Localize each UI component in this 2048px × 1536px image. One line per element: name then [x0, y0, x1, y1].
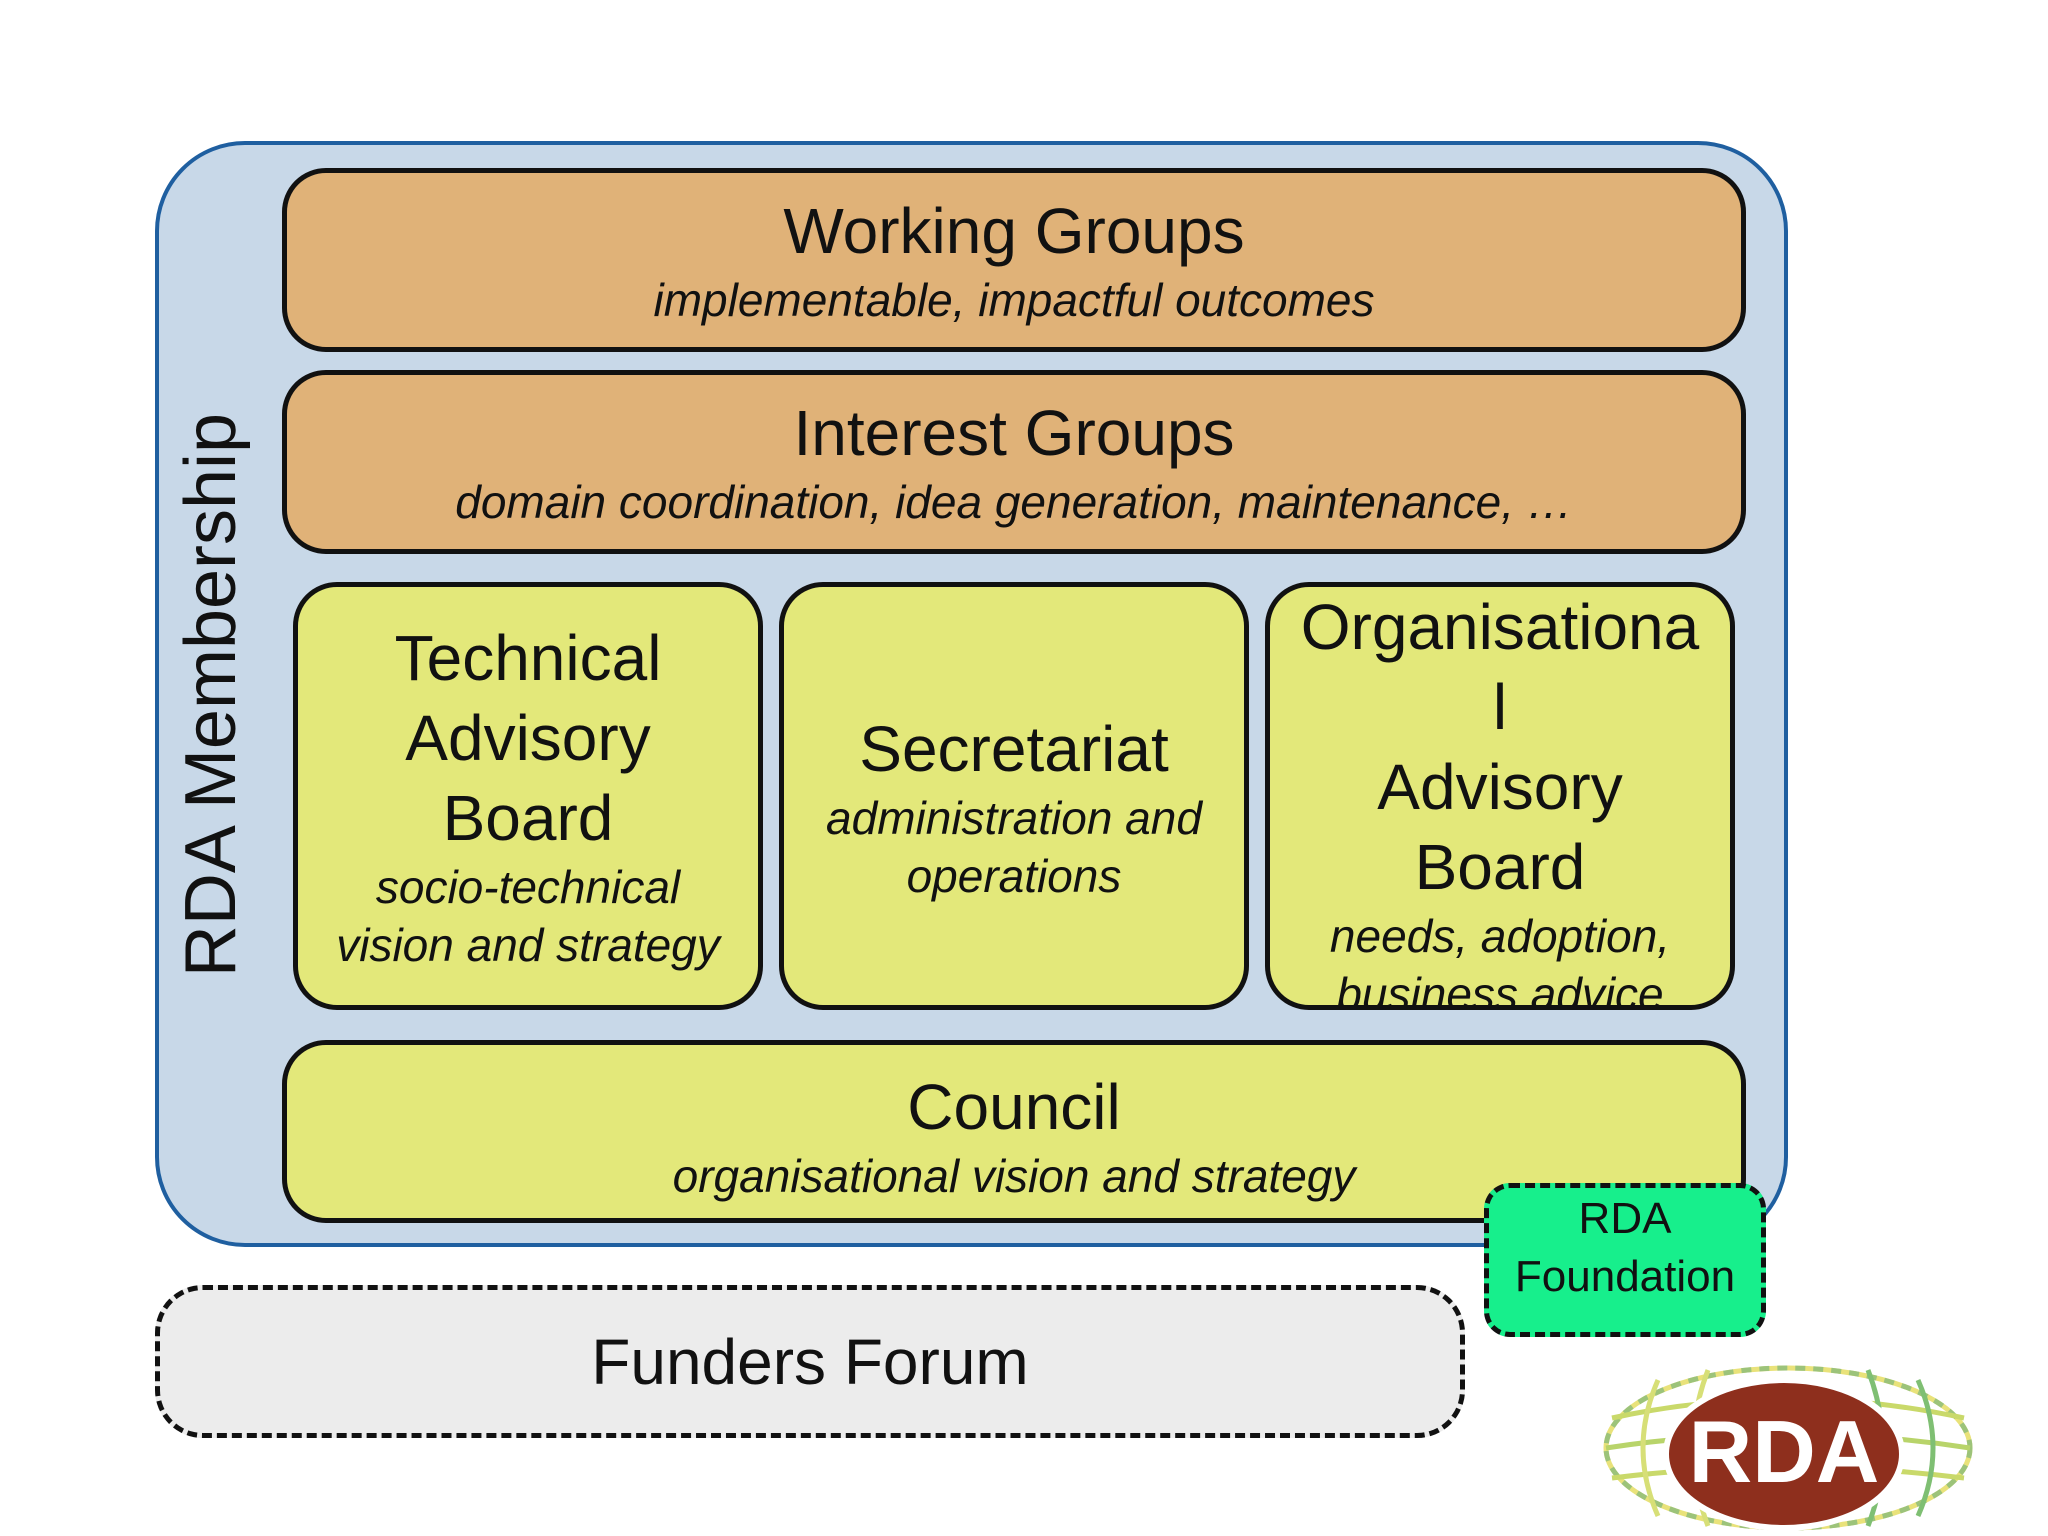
- oab-title-line: Advisory: [1377, 751, 1623, 823]
- funders-forum-box: Funders Forum: [155, 1285, 1465, 1438]
- rda-membership-label: RDA Membership: [171, 412, 251, 978]
- funders-forum-label: Funders Forum: [591, 1325, 1029, 1398]
- council-box: Council organisational vision and strate…: [282, 1040, 1746, 1223]
- tab-title-line: Advisory: [405, 702, 651, 774]
- oab-subtitle-line: business advice: [1336, 968, 1664, 1010]
- secretariat-title: Secretariat: [859, 713, 1169, 785]
- council-subtitle: organisational vision and strategy: [672, 1150, 1356, 1202]
- working-groups-box: Working Groups implementable, impactful …: [282, 168, 1746, 352]
- interest-groups-box: Interest Groups domain coordination, ide…: [282, 370, 1746, 554]
- oab-subtitle-line: needs, adoption,: [1329, 910, 1671, 962]
- interest-groups-title: Interest Groups: [793, 397, 1235, 469]
- interest-groups-subtitle: domain coordination, idea generation, ma…: [455, 476, 1573, 528]
- rda-foundation-label: RDA Foundation: [1514, 1194, 1736, 1301]
- technical-advisory-board-box: Technical Advisory Board socio-technical…: [293, 582, 763, 1010]
- tab-title-line: Board: [442, 782, 614, 854]
- oab-title-line: Organisationa: [1300, 591, 1700, 663]
- working-groups-title: Working Groups: [783, 195, 1245, 267]
- tab-subtitle-line: vision and strategy: [336, 919, 720, 971]
- tab-subtitle-line: socio-technical: [375, 861, 681, 913]
- secretariat-subtitle-line: administration and: [826, 792, 1202, 844]
- working-groups-subtitle: implementable, impactful outcomes: [653, 274, 1375, 326]
- oab-title-line: l: [1492, 671, 1508, 743]
- secretariat-subtitle-line: operations: [906, 850, 1122, 902]
- secretariat-box: Secretariat administration and operation…: [779, 582, 1249, 1010]
- council-title: Council: [907, 1071, 1121, 1143]
- logo-text: RDA: [1689, 1402, 1880, 1501]
- rda-logo: RDA: [1603, 1365, 1973, 1531]
- logo-oval: [1663, 1377, 1905, 1531]
- rda-foundation-box: RDA Foundation: [1484, 1183, 1766, 1337]
- oab-title-line: Board: [1414, 831, 1586, 903]
- organisational-advisory-board-box: Organisationa l Advisory Board needs, ad…: [1265, 582, 1735, 1010]
- tab-title-line: Technical: [394, 622, 662, 694]
